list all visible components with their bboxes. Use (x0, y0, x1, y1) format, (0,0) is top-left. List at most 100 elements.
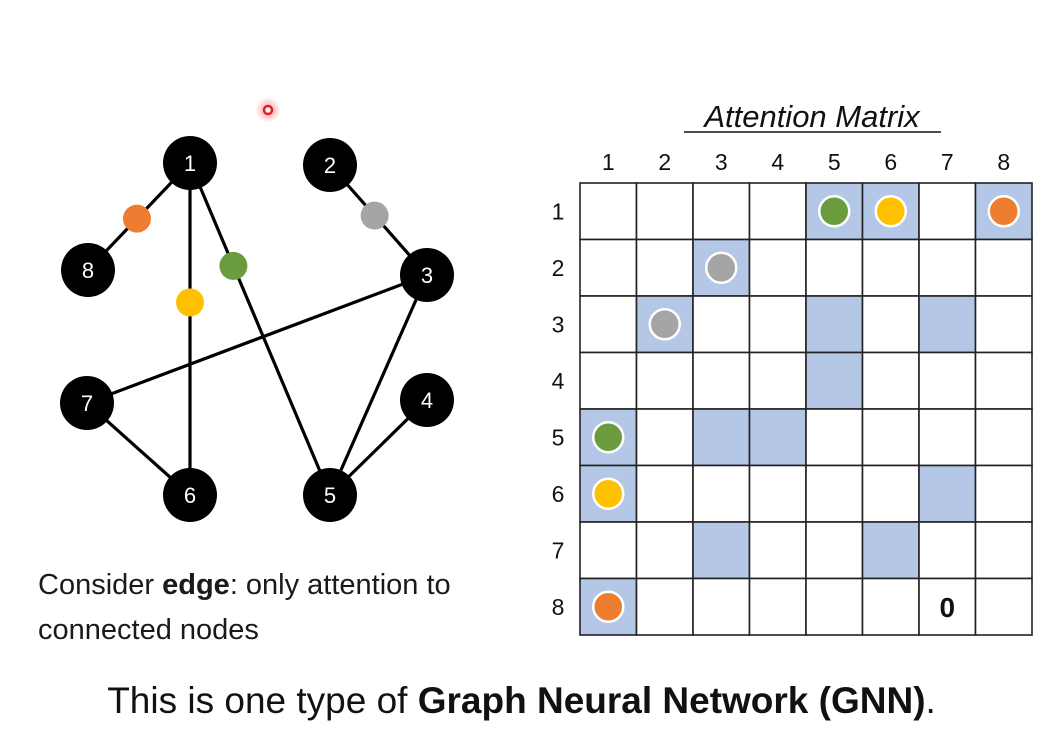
node-4: 4 (400, 373, 454, 427)
node-8: 8 (61, 243, 115, 297)
edge-marker-yellow (176, 288, 204, 317)
col-label-5: 5 (828, 149, 841, 175)
matrix-cell-4-7 (918, 351, 977, 410)
matrix-cell-4-2 (635, 351, 694, 410)
matrix-cell-3-7 (918, 295, 977, 354)
matrix-cell-7-7 (918, 521, 977, 580)
attention-dot-yellow (874, 195, 907, 228)
matrix-cell-1-7 (918, 182, 977, 241)
matrix-cell-7-1 (579, 521, 638, 580)
col-label-8: 8 (997, 149, 1010, 175)
node-2: 2 (303, 138, 357, 192)
col-label-1: 1 (602, 149, 615, 175)
node-label: 7 (81, 391, 93, 416)
matrix-cell-2-2 (635, 238, 694, 297)
matrix-cell-4-1 (579, 351, 638, 410)
matrix-cell-4-6 (861, 351, 920, 410)
matrix-cell-1-2 (635, 182, 694, 241)
matrix-cell-1-6 (861, 182, 920, 241)
footer-caption: This is one type of Graph Neural Network… (107, 680, 936, 721)
matrix-cell-2-8 (974, 238, 1033, 297)
matrix-cell-3-3 (692, 295, 751, 354)
row-label-6: 6 (552, 481, 565, 507)
matrix-cell-3-4 (748, 295, 807, 354)
matrix-cell-6-2 (635, 464, 694, 523)
edge-marker-green (219, 251, 248, 280)
matrix-cell-6-3 (692, 464, 751, 523)
matrix-cell-2-6 (861, 238, 920, 297)
matrix-cell-1-4 (748, 182, 807, 241)
col-label-7: 7 (941, 149, 954, 175)
matrix-cell-1-1 (579, 182, 638, 241)
matrix-cell-8-5 (805, 577, 864, 636)
matrix-cell-3-6 (861, 295, 920, 354)
matrix-cell-5-5 (805, 408, 864, 467)
matrix-cell-8-8 (974, 577, 1033, 636)
matrix-title: Attention Matrix (702, 99, 921, 134)
matrix-cell-5-4 (748, 408, 807, 467)
matrix-cell-7-4 (748, 521, 807, 580)
node-5: 5 (303, 468, 357, 522)
row-label-4: 4 (552, 368, 565, 394)
matrix-cell-7-3 (692, 521, 751, 580)
attention-dot-yellow (592, 477, 625, 510)
matrix-cell-5-6 (861, 408, 920, 467)
matrix-cell-4-8 (974, 351, 1033, 410)
footer-bold-term: Graph Neural Network (GNN) (417, 680, 926, 721)
attention-dot-gray (705, 251, 738, 284)
node-label: 6 (184, 483, 196, 508)
matrix-cell-8-3 (692, 577, 751, 636)
col-label-3: 3 (715, 149, 728, 175)
matrix-cell-7-2 (635, 521, 694, 580)
matrix-cell-4-4 (748, 351, 807, 410)
matrix-cell-2-1 (579, 238, 638, 297)
matrix-cell-2-5 (805, 238, 864, 297)
edge-1-5 (188, 162, 332, 496)
row-label-7: 7 (552, 537, 565, 563)
matrix-cell-5-2 (635, 408, 694, 467)
matrix-cell-7-8 (974, 521, 1033, 580)
matrix-cell-8-4 (748, 577, 807, 636)
matrix-cell-3-5 (805, 295, 864, 354)
matrix-cell-4-5 (805, 351, 864, 410)
matrix-cell-6-4 (748, 464, 807, 523)
node-1: 1 (163, 136, 217, 190)
graph-diagram: 1 2 3 4 5 6 7 8 (60, 136, 454, 522)
matrix-cell-5-8 (974, 408, 1033, 467)
node-label: 2 (324, 153, 336, 178)
matrix-cell-8-2 (635, 577, 694, 636)
row-label-5: 5 (552, 424, 565, 450)
matrix-cell-6-6 (861, 464, 920, 523)
edge-3-7 (86, 273, 428, 405)
attention-dot-green (818, 195, 851, 228)
matrix-cell-3-1 (579, 295, 638, 354)
matrix-cell-5-7 (918, 408, 977, 467)
node-label: 5 (324, 483, 336, 508)
row-label-8: 8 (552, 594, 565, 620)
note-bold-word: edge (162, 569, 230, 601)
matrix-cell-8-6 (861, 577, 920, 636)
node-label: 3 (421, 263, 433, 288)
matrix-cell-6-1 (579, 464, 638, 523)
matrix-cell-6-5 (805, 464, 864, 523)
col-label-4: 4 (771, 149, 784, 175)
node-6: 6 (163, 468, 217, 522)
cell-value: 0 (939, 592, 955, 623)
attention-dot-orange (987, 195, 1020, 228)
laser-pointer (255, 97, 281, 123)
node-label: 8 (82, 258, 94, 283)
matrix-cell-8-7 (918, 577, 977, 636)
matrix-cell-6-7 (918, 464, 977, 523)
matrix-cell-1-3 (692, 182, 751, 241)
row-label-2: 2 (552, 255, 565, 281)
row-label-1: 1 (552, 198, 565, 224)
matrix-cell-3-8 (974, 295, 1033, 354)
matrix-cell-7-6 (861, 521, 920, 580)
edge-3-5 (328, 274, 429, 496)
node-label: 4 (421, 388, 433, 413)
matrix-cell-2-4 (748, 238, 807, 297)
matrix-cell-6-8 (974, 464, 1033, 523)
attention-dot-green (592, 421, 625, 454)
